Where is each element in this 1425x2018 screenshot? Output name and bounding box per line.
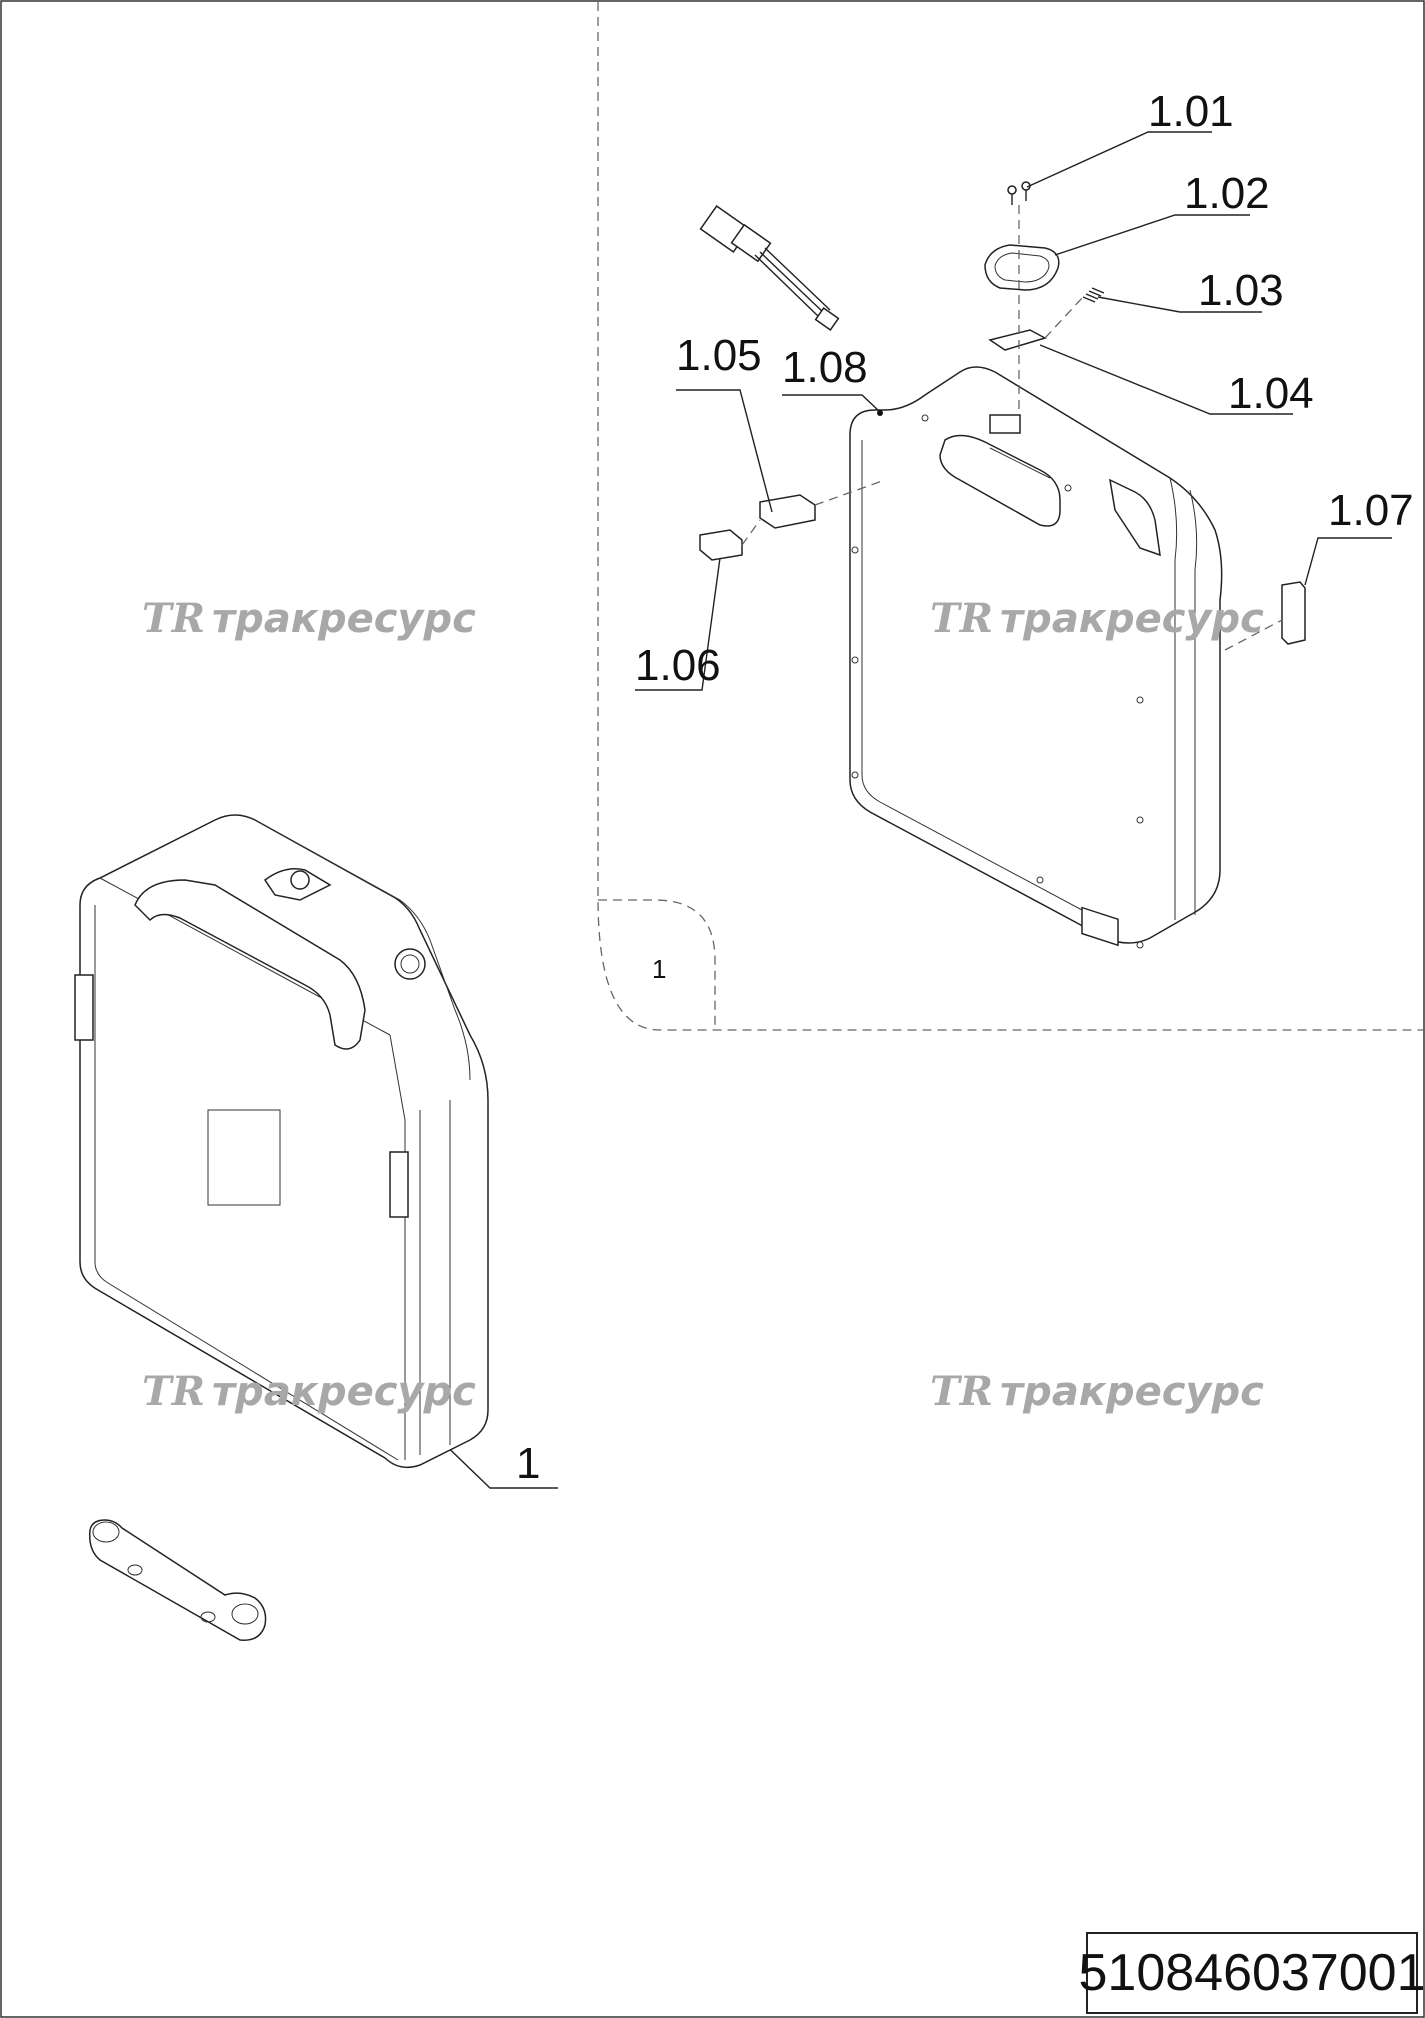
part-1.07-pad [1281,581,1306,645]
battery-housing-exploded [849,366,1223,949]
assembly-lines [741,205,1283,651]
callout-1.01: 1.01 [1148,87,1234,136]
callout-1.03: 1.03 [1198,266,1284,315]
document-number: 510846037001 [1078,1944,1425,2002]
document-number-box: 510846037001 [1078,1932,1425,2014]
part-1.06-latch [699,529,743,561]
watermark-top-right: TR тракресурс [930,595,1264,642]
callout-1.02: 1.02 [1184,169,1270,218]
detail-view-label: 1 [652,954,666,984]
watermark-text: тракресурс [212,596,476,642]
watermark-logo: TR [142,1368,205,1415]
part-1.03-spring [1082,287,1105,303]
part-1.05-bracket [759,494,816,529]
mounting-bracket [88,1519,267,1641]
cable-harness-1.08 [699,205,840,331]
part-1.04-clip [988,329,1047,351]
watermark-text: тракресурс [1000,596,1264,642]
leader-dot-1.08 [877,410,883,416]
watermark-logo: TR [142,595,205,642]
watermark-bottom-right: TR тракресурс [930,1368,1264,1415]
callout-1.04: 1.04 [1228,369,1314,418]
watermark-bottom-left: TR тракресурс [142,1368,476,1415]
watermark-logo: TR [930,595,993,642]
callout-1: 1 [516,1439,540,1488]
battery-assembled [74,814,489,1469]
watermark-top-left: TR тракресурс [142,595,476,642]
callout-1.08: 1.08 [782,343,868,392]
part-1.02-cover [984,244,1060,291]
part-1.01-screws [1007,181,1031,205]
callout-1.05: 1.05 [676,331,762,380]
watermark-text: тракресурс [212,1369,476,1415]
watermark-text: тракресурс [1000,1369,1264,1415]
watermark-logo: TR [930,1368,993,1415]
callout-1.06: 1.06 [635,641,721,690]
detail-view-boundary [597,2,1424,1031]
callout-1.07: 1.07 [1328,486,1414,535]
